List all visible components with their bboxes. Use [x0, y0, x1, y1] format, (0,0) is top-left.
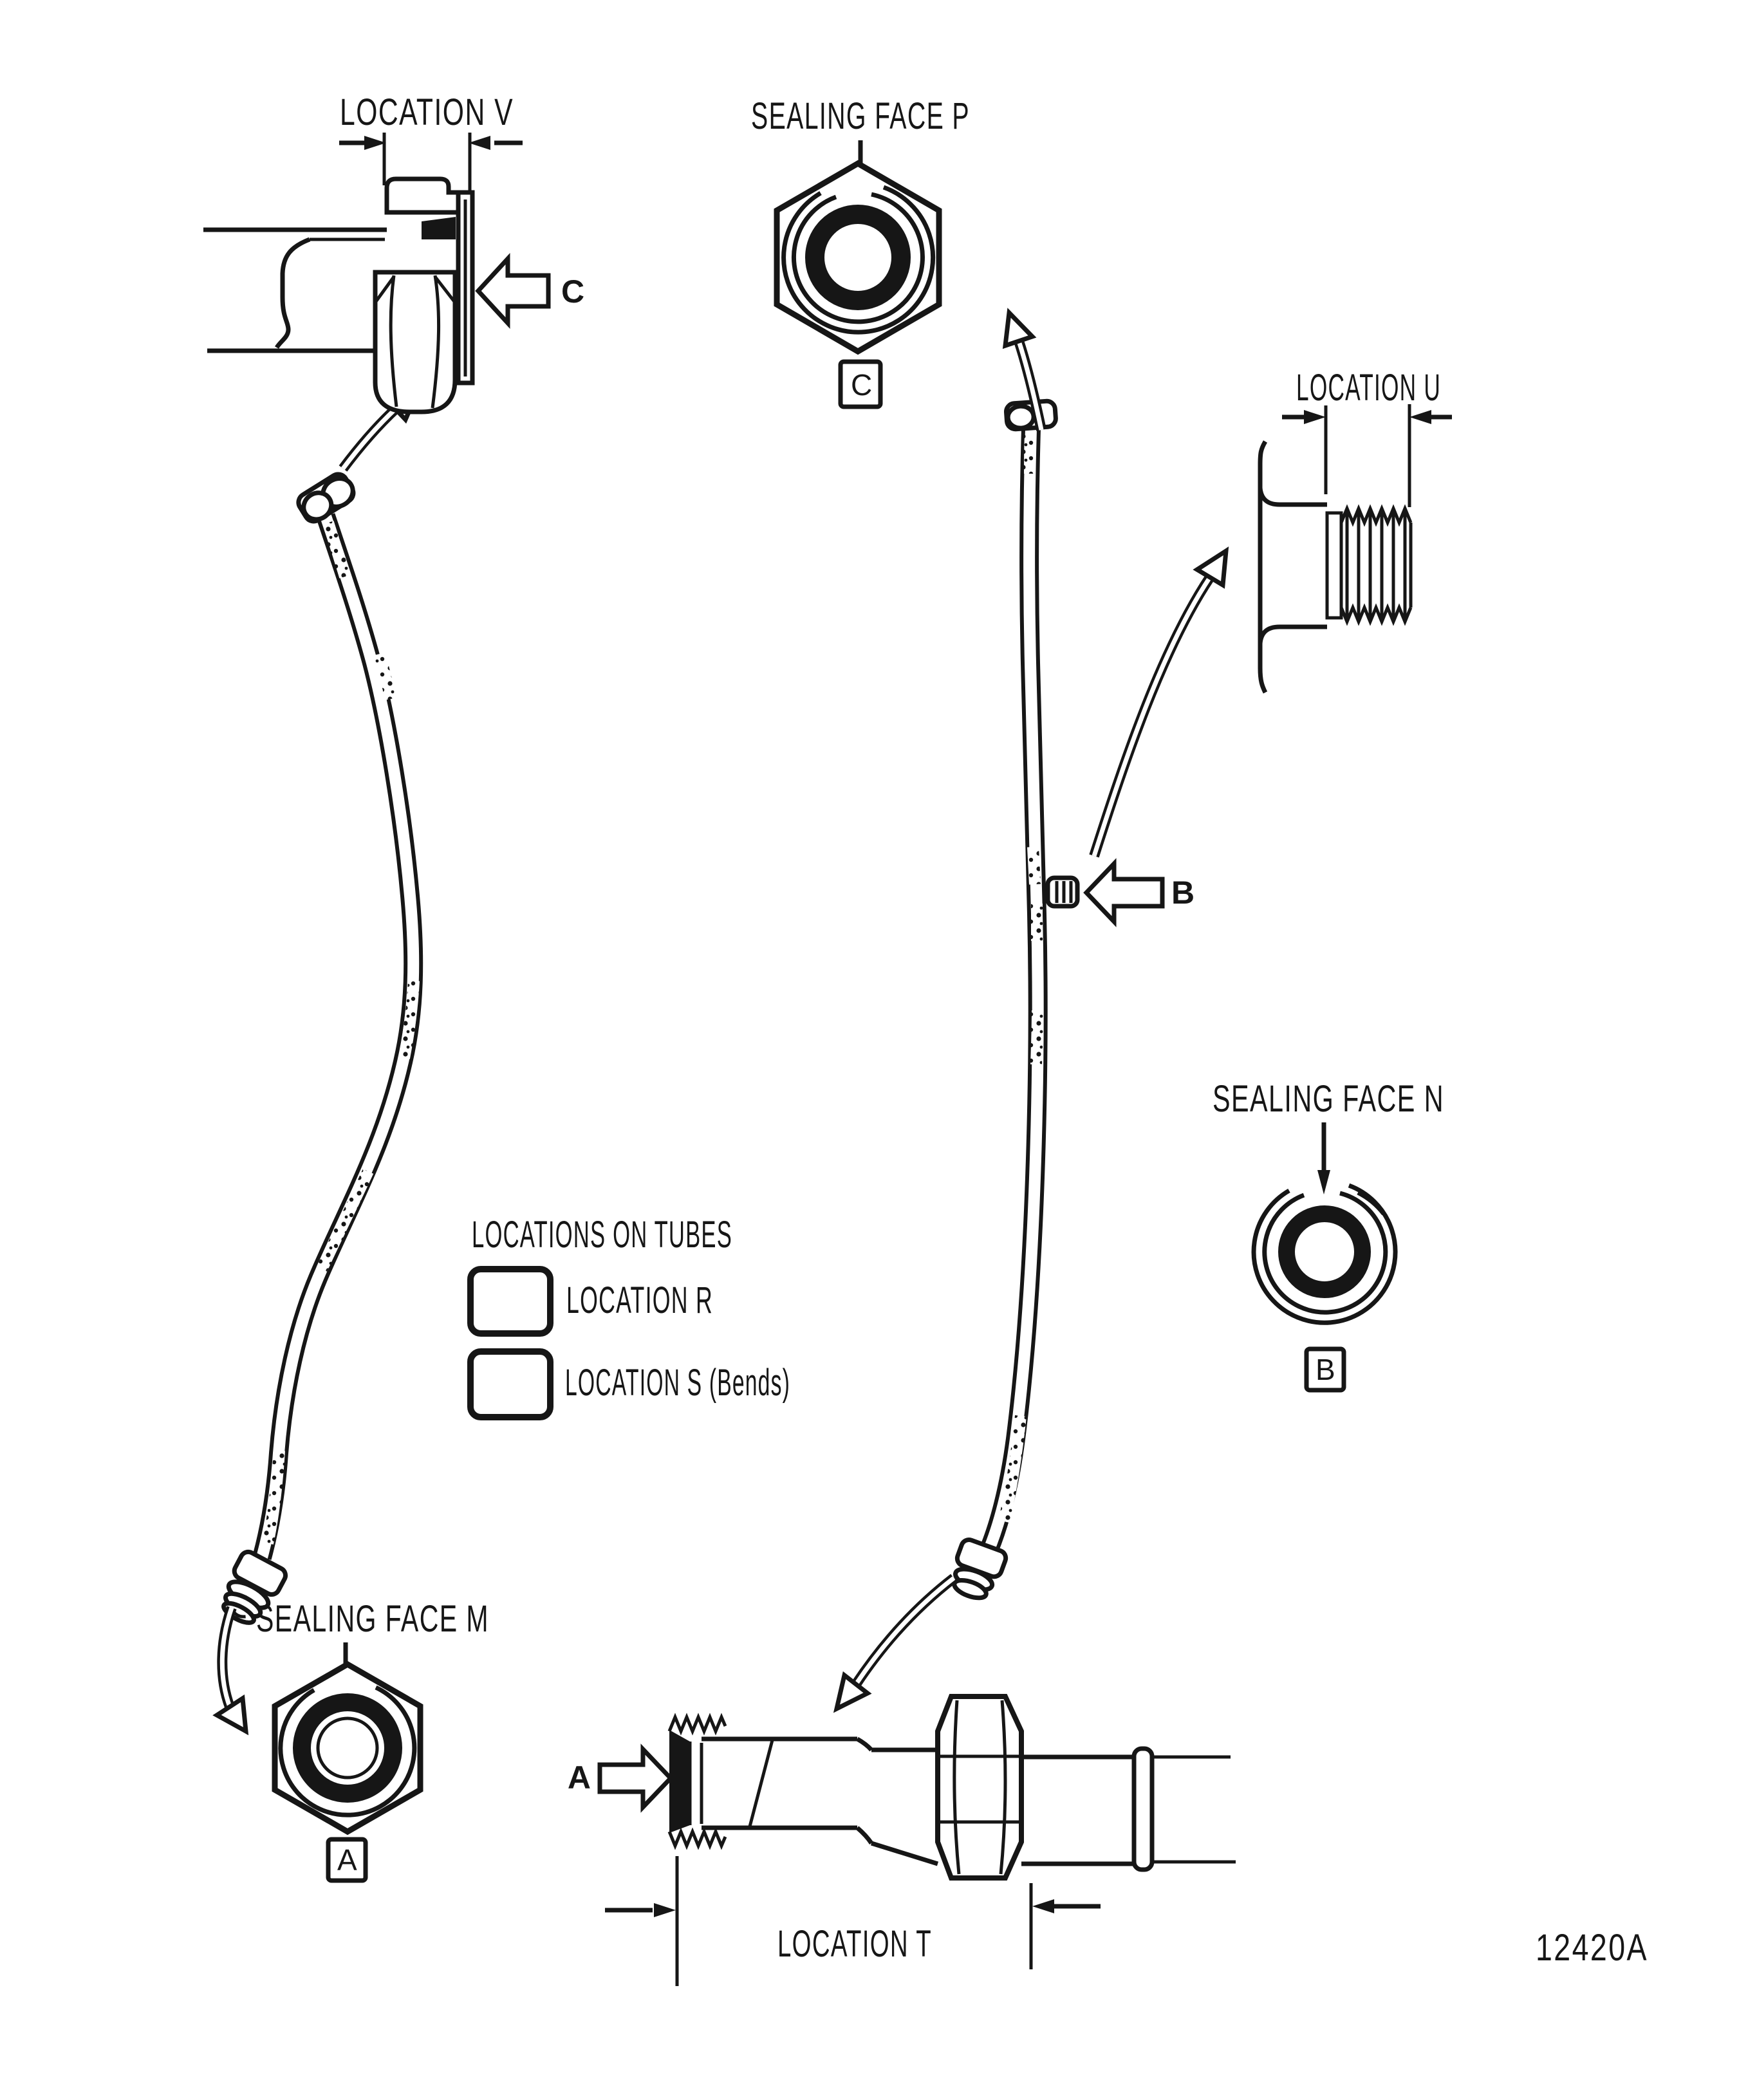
- detail-sealing-face-n: SEALING FACE N B: [1213, 1078, 1444, 1393]
- arrow-tube-to-p-detail: [1002, 308, 1046, 431]
- fitting-t-bead: [1131, 1746, 1155, 1872]
- tube-left: [212, 386, 423, 1736]
- legend: LOCATIONS ON TUBES LOCATION R LOCATION S…: [467, 1214, 790, 1420]
- detail-sealing-face-m: SEALING FACE M A: [256, 1598, 489, 1883]
- legend-swatch-stippled: [467, 1348, 553, 1420]
- threaded-stud-u: [1258, 440, 1413, 694]
- detail-sealing-face-p: SEALING FACE P C: [751, 95, 970, 409]
- legend-item-location-s: LOCATION S (Bends): [467, 1348, 790, 1420]
- sealing-face-n-label: SEALING FACE N: [1213, 1078, 1444, 1120]
- callout-arrow-b: B: [1083, 858, 1195, 927]
- detail-location-t: A: [568, 1694, 1236, 1986]
- boxed-c-label: C: [851, 368, 872, 402]
- dim-arrow-v-left: [339, 136, 386, 150]
- tube-right-branch-nut: [1045, 875, 1080, 909]
- dim-arrow-u-right: [1409, 410, 1452, 424]
- figure-number: 12420A: [1536, 1927, 1648, 1969]
- legend-title: LOCATIONS ON TUBES: [472, 1214, 732, 1256]
- seal-ring-n: [1278, 1205, 1371, 1298]
- boxed-b-label: B: [1315, 1353, 1335, 1386]
- tube-right-bend-stipple: [998, 434, 1043, 1523]
- tube-right-end-fitting: [952, 1538, 1009, 1601]
- legend-location-r-label: LOCATION R: [566, 1279, 713, 1321]
- callout-c-label: C: [561, 274, 584, 310]
- detail-location-v: LOCATION V: [203, 91, 584, 414]
- dim-arrow-v-right: [469, 136, 523, 150]
- boxed-a-label: A: [337, 1843, 357, 1877]
- location-t-label: LOCATION T: [777, 1923, 932, 1965]
- tube-right: [833, 308, 1229, 1713]
- pointer-arrow-n: [1317, 1122, 1330, 1194]
- dim-arrow-t-right: [1032, 1899, 1101, 1913]
- dim-arrow-u-left: [1282, 410, 1326, 424]
- tube-left-top-nut: [296, 472, 356, 524]
- fitting-v-cross-section: [203, 176, 475, 414]
- hex-nut-face-m: [272, 1660, 423, 1835]
- callout-arrow-a: A: [568, 1743, 674, 1813]
- sealing-face-m-label: SEALING FACE M: [256, 1598, 489, 1640]
- legend-location-s-label: LOCATION S (Bends): [565, 1362, 790, 1404]
- hex-nut-face-p: [774, 160, 942, 355]
- boxed-ref-c: C: [838, 359, 883, 409]
- boxed-ref-b: B: [1304, 1346, 1346, 1393]
- callout-b-label: B: [1171, 875, 1195, 911]
- dim-arrow-t-left: [605, 1903, 676, 1917]
- legend-swatch-plain: [467, 1266, 553, 1337]
- location-u-label: LOCATION U: [1296, 367, 1441, 409]
- boxed-ref-a: A: [326, 1837, 368, 1883]
- location-v-label: LOCATION V: [340, 91, 514, 133]
- callout-arrow-c: C: [475, 253, 584, 329]
- seal-rings-n: [1251, 1183, 1398, 1325]
- arrow-tube-to-t-detail: [833, 1574, 957, 1713]
- tube-left-bend-stipple: [262, 521, 420, 1545]
- dim-location-t: LOCATION T: [605, 1856, 1101, 1986]
- callout-a-label: A: [568, 1760, 591, 1796]
- fitting-t-hex: [935, 1694, 1024, 1881]
- legend-item-location-r: LOCATION R: [467, 1266, 713, 1337]
- detail-location-u: LOCATION U: [1258, 367, 1452, 694]
- arrow-tube-to-m-detail: [212, 1606, 249, 1736]
- fitting-t-seal-face: [669, 1730, 690, 1833]
- sealing-face-p-label: SEALING FACE P: [751, 95, 970, 137]
- arrow-tube-to-u-detail: [1089, 546, 1229, 858]
- seal-ring-p: [805, 205, 911, 310]
- seal-ring-m: [293, 1693, 402, 1803]
- fitting-t-profile: [667, 1694, 1236, 1881]
